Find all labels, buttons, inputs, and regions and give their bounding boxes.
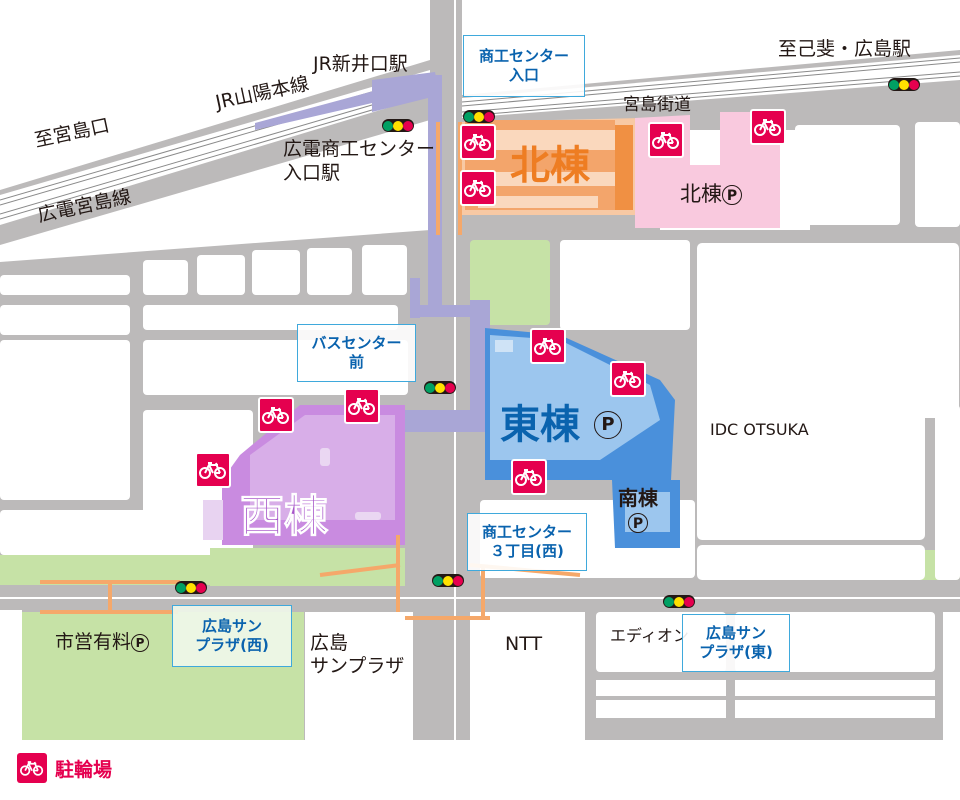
label-ntt: NTT	[505, 633, 543, 655]
bicycle-icon	[515, 467, 543, 487]
parking-icon: P	[628, 512, 648, 533]
bike-parking-marker[interactable]	[195, 452, 231, 488]
label-hiroshima-sunplaza: 広島 サンプラザ	[310, 632, 404, 678]
bike-parking-marker[interactable]	[344, 388, 380, 424]
bus-stop-line1: 商工センター	[478, 46, 569, 65]
bike-parking-marker[interactable]	[511, 459, 547, 495]
north-parking-text: 北棟	[680, 182, 722, 206]
bus-stop-line2: ３丁目(西)	[490, 542, 564, 560]
building-south-label[interactable]: 南棟 P	[618, 487, 658, 533]
bus-stop-shoko-center-iriguchi[interactable]: 商工センター 入口	[463, 35, 585, 97]
bike-parking-marker[interactable]	[460, 170, 496, 206]
label-hiroden-station-line1: 広電商工センター	[283, 138, 436, 160]
bicycle-icon	[754, 117, 782, 137]
map-legend: 駐輪場	[17, 753, 112, 783]
label-to-itsukaichi-hiroshima-station: 至己斐・広島駅	[778, 38, 912, 60]
bike-parking-marker[interactable]	[530, 328, 566, 364]
bike-parking-marker[interactable]	[460, 124, 496, 160]
label-municipal-parking-text: 市営有料	[55, 631, 132, 653]
bus-stop-line1: バスセンター	[311, 333, 402, 352]
bicycle-icon	[534, 336, 562, 356]
bicycle-icon	[199, 460, 227, 480]
bicycle-icon	[464, 132, 492, 152]
parking-icon: P	[722, 185, 742, 205]
bike-parking-marker[interactable]	[610, 361, 646, 397]
bus-stop-line1: 商工センター	[481, 522, 572, 541]
bike-parking-marker[interactable]	[750, 109, 786, 145]
legend-bike-parking-swatch	[17, 753, 47, 783]
bus-stop-line2: プラザ(西)	[195, 636, 269, 654]
label-idc-otsuka: IDC OTSUKA	[710, 420, 809, 439]
label-jr-shin-inokuchi-station: JR新井口駅	[313, 53, 408, 75]
traffic-signal-icon	[175, 581, 207, 594]
bicycle-icon	[262, 405, 290, 425]
south-building-text: 南棟	[618, 486, 658, 510]
label-miyajima-kaido: 宮島街道	[623, 95, 691, 115]
traffic-signal-icon	[382, 119, 414, 132]
bicycle-icon	[348, 396, 376, 416]
bicycle-icon	[614, 369, 642, 389]
building-north-label[interactable]: 北棟	[510, 143, 590, 189]
bicycle-icon	[464, 178, 492, 198]
bus-stop-shoko-center-3chome-west[interactable]: 商工センター ３丁目(西)	[467, 513, 587, 571]
parking-icon: P	[131, 633, 150, 652]
bus-stop-line2: 前	[348, 353, 364, 371]
bus-stop-bus-center-mae[interactable]: バスセンター 前	[297, 324, 416, 382]
label-sunplaza-line2: サンプラザ	[310, 654, 405, 677]
bike-parking-marker[interactable]	[258, 397, 294, 433]
traffic-signal-icon	[888, 78, 920, 91]
bicycle-icon	[652, 130, 680, 150]
building-east-label[interactable]: 東棟 P	[500, 392, 622, 450]
bus-stop-sunplaza-east[interactable]: 広島サン プラザ(東)	[682, 614, 790, 672]
bike-parking-marker[interactable]	[648, 122, 684, 158]
parking-icon: P	[593, 411, 622, 439]
bicycle-icon	[20, 759, 44, 777]
bus-stop-line2: プラザ(東)	[699, 643, 773, 661]
bus-stop-sunplaza-west[interactable]: 広島サン プラザ(西)	[172, 605, 292, 667]
traffic-signal-icon	[663, 595, 695, 608]
label-edion: エディオン	[610, 626, 689, 645]
label-hiroden-station: 広電商工センター 入口駅	[283, 138, 435, 186]
east-building-text: 東棟	[500, 402, 580, 448]
traffic-signal-icon	[463, 110, 495, 123]
traffic-signal-icon	[432, 574, 464, 587]
bus-stop-line2: 入口	[508, 66, 539, 84]
label-hiroden-station-line2: 入口駅	[283, 161, 341, 184]
bus-stop-line1: 広島サン	[705, 623, 766, 642]
traffic-signal-icon	[424, 381, 456, 394]
building-west-label[interactable]: 西棟	[240, 491, 329, 543]
legend-bike-parking-label: 駐輪場	[55, 758, 113, 781]
label-sunplaza-line1: 広島	[310, 632, 349, 654]
bus-stop-line1: 広島サン	[201, 616, 262, 635]
